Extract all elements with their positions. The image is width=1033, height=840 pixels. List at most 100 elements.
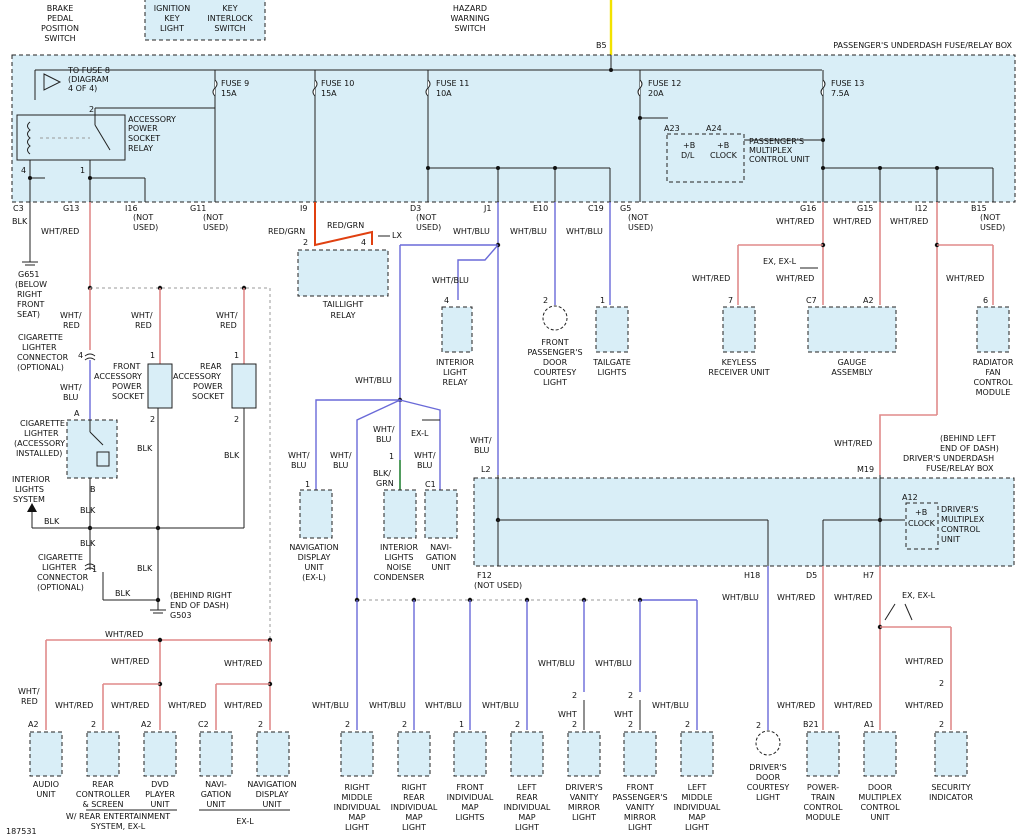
passenger-fuse-box	[11, 54, 1016, 203]
ign-label-2: KEY	[164, 14, 179, 23]
pin-1b: 1	[150, 351, 155, 360]
b8-n1: REAR	[516, 793, 538, 802]
front-passenger-door-light: WHT/BLU 2 FRONT PASSENGER'S DOOR COURTES…	[510, 202, 583, 387]
b7-n2: MAP	[461, 803, 478, 812]
g651-5: SEAT)	[17, 310, 40, 319]
intsys-3: SYSTEM	[13, 495, 45, 504]
conn-e10: E10	[533, 204, 548, 213]
g651-4: FRONT	[17, 300, 44, 309]
grp-exl: EX-L	[236, 817, 254, 826]
b13-n0: POWER-	[807, 783, 839, 792]
relay-pin-1: 1	[80, 166, 85, 175]
fuse-10-label: FUSE 10	[321, 79, 354, 88]
middle-cluster: WHT/ BLU WHT/ BLU WHT/ BLU WHT/ BLU EX-L…	[288, 397, 458, 600]
fuse-icon	[637, 79, 643, 97]
hazard-label-2: WARNING	[450, 14, 489, 23]
b11-n2: INDIVIDUAL	[674, 803, 721, 812]
junction	[638, 116, 642, 120]
intsys-2: LIGHTS	[15, 485, 44, 494]
b8-n4: LIGHT	[515, 823, 539, 832]
b13-n3: MODULE	[806, 813, 841, 822]
kl-2: RECEIVER UNIT	[708, 368, 769, 377]
dv-wht: WHT	[558, 710, 577, 719]
wire	[356, 399, 401, 600]
right-middle-map-light	[340, 731, 374, 777]
ndu-3: UNIT	[304, 563, 323, 572]
to-fuse-8: TO FUSE 8 (DIAGRAM 4 OF 4)	[34, 66, 110, 100]
junction	[821, 138, 825, 142]
e10-label: WHT/BLU	[510, 227, 547, 236]
mcu-name-3: CONTROL UNIT	[749, 155, 810, 164]
b10-n0: FRONT	[626, 783, 653, 792]
b14-n2: CONTROL	[860, 803, 900, 812]
g16-branch: WHT/RED EX, EX-L WHT/RED WHT/RED 7 KEYLE…	[692, 202, 897, 377]
b7-n3: LIGHTS	[456, 813, 485, 822]
wire	[399, 399, 441, 490]
arrow	[884, 603, 896, 621]
fuse-10: FUSE 10 15A	[312, 70, 354, 202]
b11-n1: MIDDLE	[681, 793, 712, 802]
b11-n4: LIGHT	[685, 823, 709, 832]
ir-3: RELAY	[443, 378, 468, 387]
ign-label-1: IGNITION	[154, 4, 190, 13]
ndu-4: (EX-L)	[302, 573, 326, 582]
mcu-dl: D/L	[681, 151, 695, 160]
db-loc-4: FUSE/RELAY BOX	[926, 464, 994, 473]
conn-g16: G16	[800, 204, 816, 213]
intsys-1: INTERIOR	[12, 475, 51, 484]
fuse-icon	[820, 79, 826, 97]
junction	[935, 166, 939, 170]
nu-2: GATION	[426, 553, 457, 562]
b1-n0: REAR	[92, 780, 114, 789]
fan-2: FAN	[985, 368, 1000, 377]
lr-wire: WHT/BLU	[482, 701, 519, 710]
f12-1: F12	[477, 571, 492, 580]
red-grn-wire	[314, 202, 373, 247]
m19-wire: WHT/RED	[834, 439, 872, 448]
dl-1: FRONT	[541, 338, 568, 347]
i16-not: (NOT	[133, 213, 153, 222]
b1-pin: 2	[91, 720, 96, 729]
conn-i12: I12	[915, 204, 928, 213]
b8-n0: LEFT	[518, 783, 537, 792]
g5-not: (NOT	[628, 213, 648, 222]
passenger-box-title: PASSENGER'S UNDERDASH FUSE/RELAY BOX	[833, 41, 1012, 50]
b5-n0: RIGHT	[344, 783, 369, 792]
mcu-b2: +B	[717, 141, 729, 150]
ndu-2: DISPLAY	[298, 553, 331, 562]
mid-w1: WHT/	[330, 451, 352, 460]
dl-pin: 2	[543, 296, 548, 305]
junction	[157, 637, 163, 643]
tailgate-lights: WHT/BLU 1 TAILGATE LIGHTS	[566, 202, 631, 377]
b6-n4: LIGHT	[402, 823, 426, 832]
front-socket	[147, 363, 173, 409]
fs-2: ACCESSORY	[94, 372, 142, 381]
tg-1: TAILGATE	[592, 358, 631, 367]
b6-n0: RIGHT	[401, 783, 426, 792]
dclock-c: CLOCK	[908, 519, 936, 528]
d5-wire: WHT/RED	[777, 593, 815, 602]
b2-n0: DVD	[151, 780, 169, 789]
figure-number: 187531	[6, 827, 37, 836]
cig2-4: (OPTIONAL)	[37, 583, 84, 592]
lx-label: LX	[392, 231, 402, 240]
b10-n2: VANITY	[626, 803, 655, 812]
nd-w2: BLU	[291, 461, 307, 470]
left-middle-map-light	[680, 731, 714, 777]
ir-pin4: 4	[444, 296, 449, 305]
kl-1: KEYLESS	[722, 358, 757, 367]
b8-n2: INDIVIDUAL	[504, 803, 551, 812]
lm-wire: WHT/BLU	[652, 701, 689, 710]
b6-n2: INDIVIDUAL	[391, 803, 438, 812]
wire	[315, 399, 400, 490]
junction	[821, 166, 825, 170]
nd-w1: WHT/	[288, 451, 310, 460]
h18-label: H18	[744, 571, 760, 580]
b6-n3: MAP	[405, 813, 422, 822]
ng-wire: WHT/RED	[168, 701, 206, 710]
junction	[553, 166, 557, 170]
fm-wire: WHT/BLU	[425, 701, 462, 710]
relay-body	[16, 114, 126, 161]
fuse-12-label: FUSE 12	[648, 79, 681, 88]
fuse-13-amp: 7.5A	[831, 89, 850, 98]
